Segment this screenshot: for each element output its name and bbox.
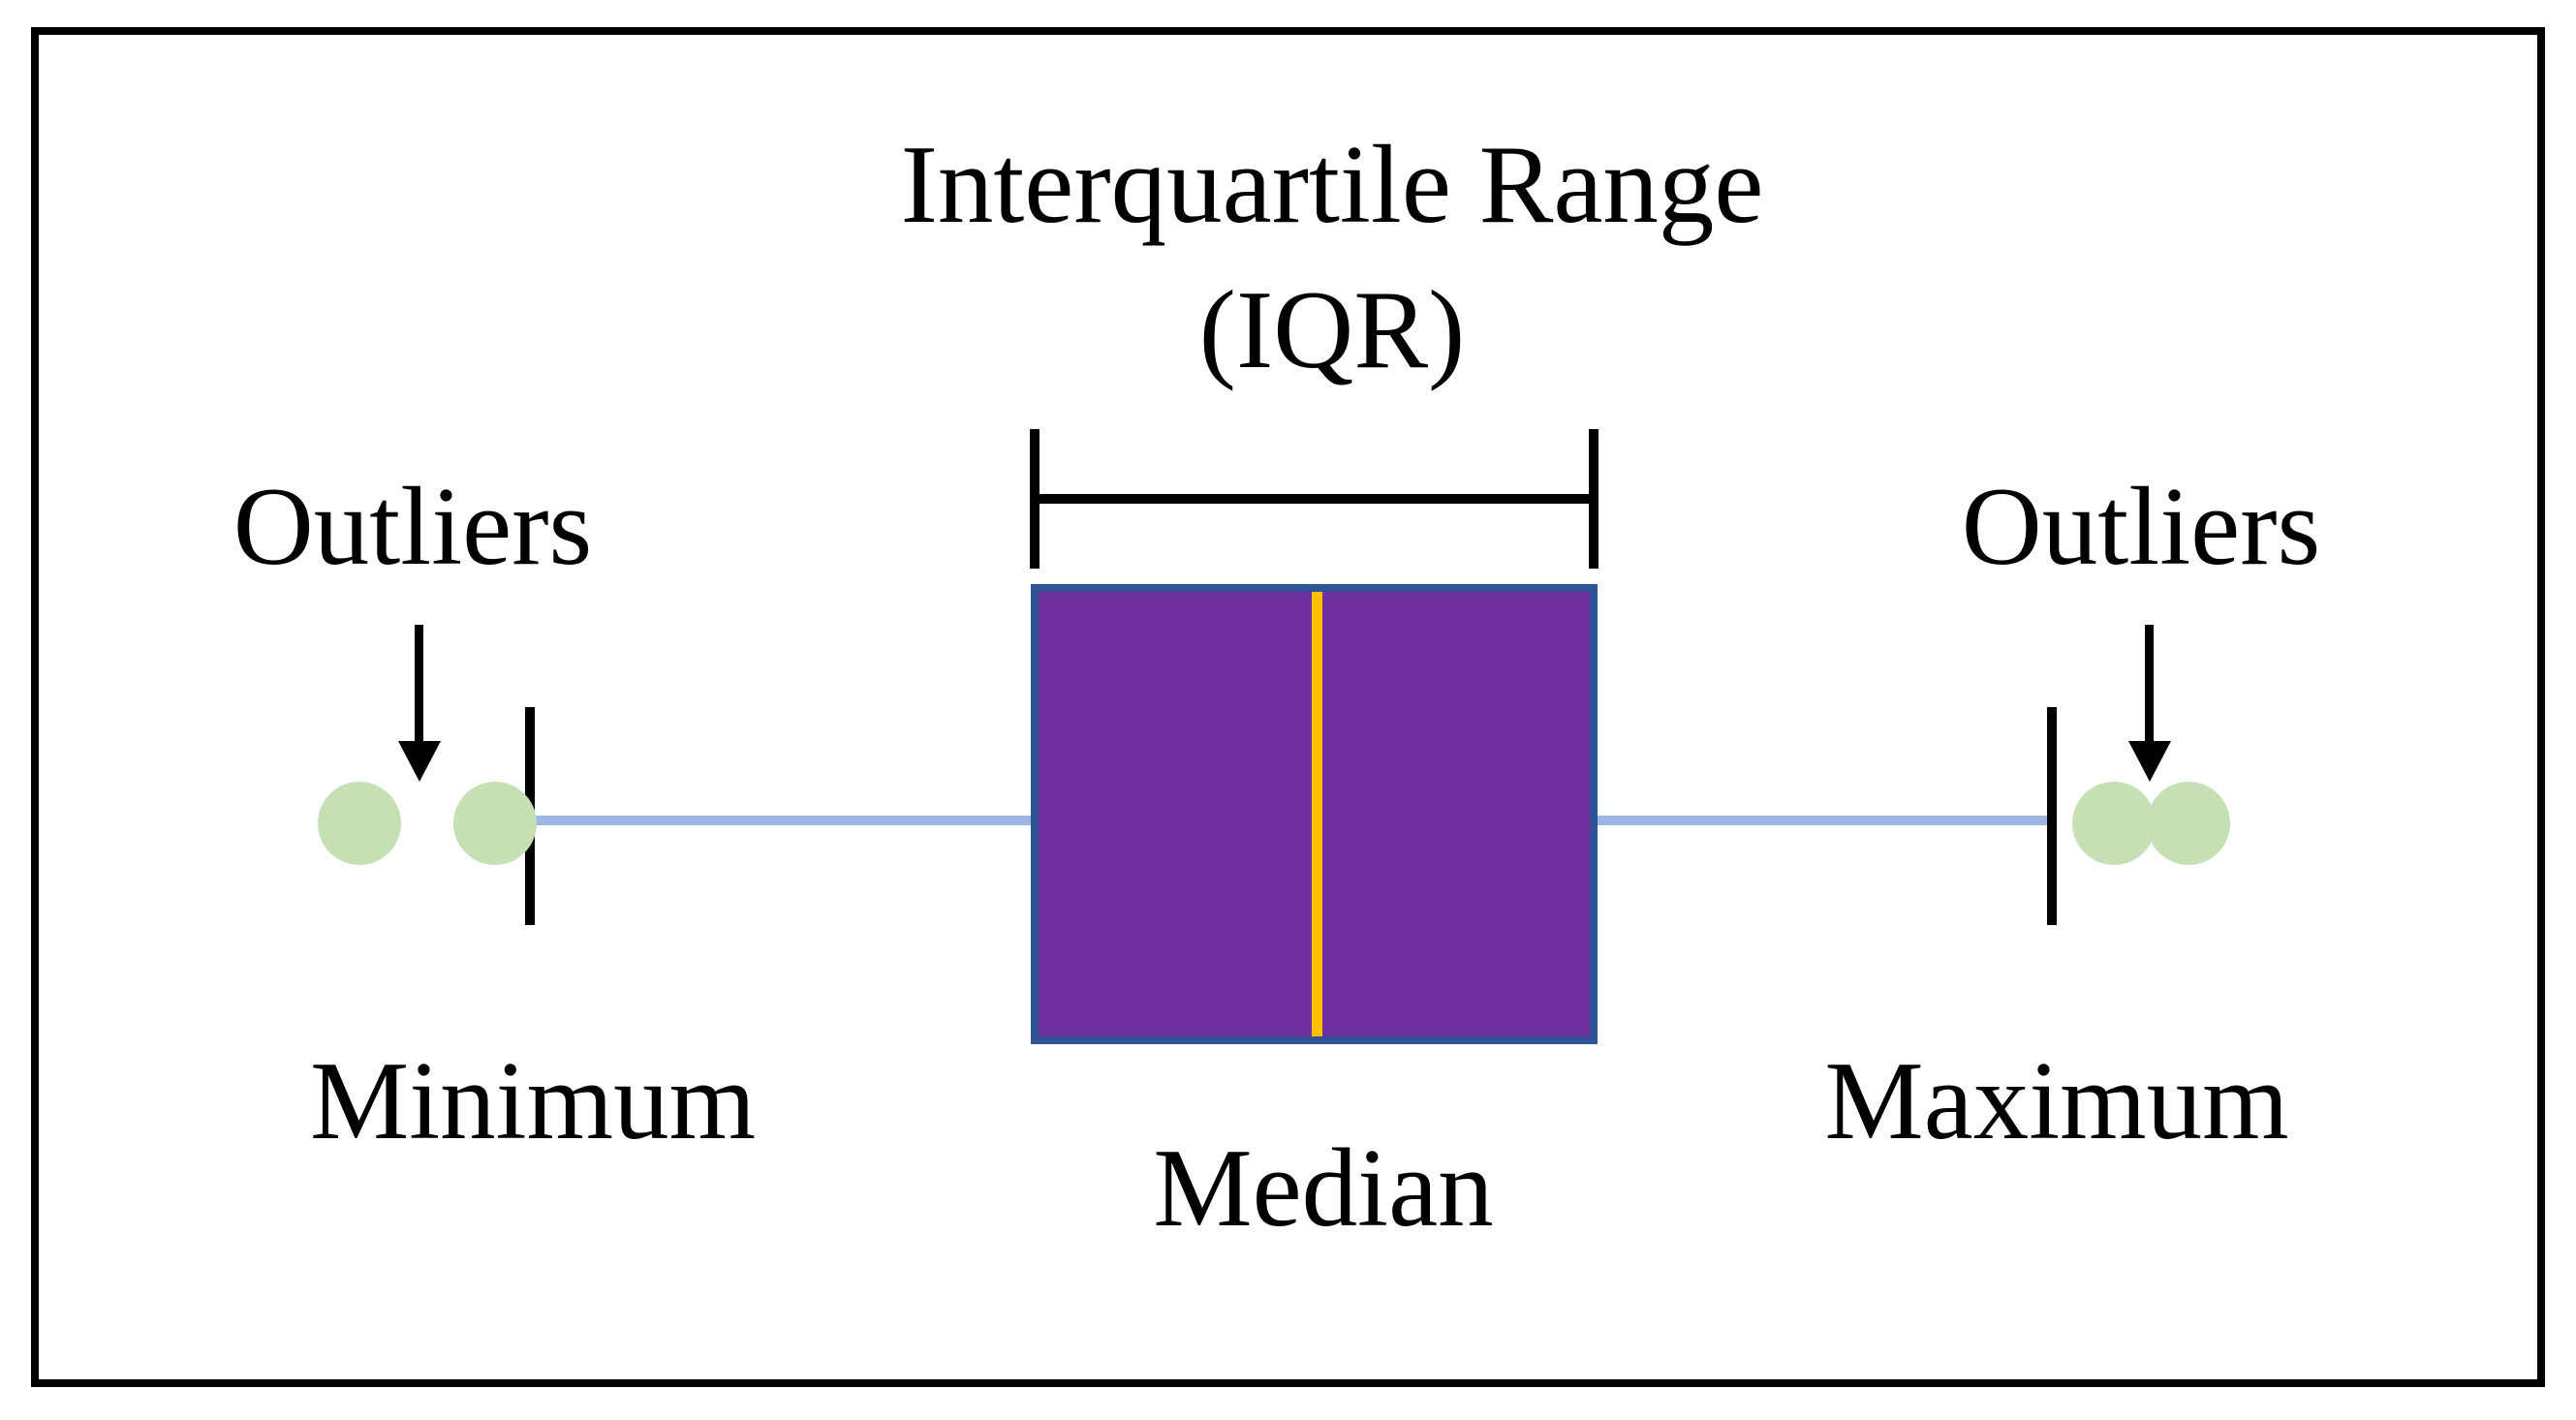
title-line-2: (IQR)	[1198, 267, 1466, 391]
outlier-dot	[318, 782, 401, 865]
iqr-bracket-line	[1035, 494, 1594, 504]
left-whisker-line	[535, 816, 1035, 825]
outlier-dot	[453, 782, 537, 865]
median-line	[1312, 592, 1322, 1036]
down-arrow-icon	[2145, 625, 2154, 743]
outlier-dot	[2072, 782, 2156, 865]
outliers-label-right: Outliers	[1961, 465, 2321, 588]
diagram-title: Interquartile Range (IQR)	[848, 112, 1816, 402]
maximum-label: Maximum	[1824, 1039, 2289, 1162]
iqr-box	[1031, 584, 1598, 1044]
title-line-1: Interquartile Range	[900, 123, 1764, 246]
down-arrow-icon	[415, 625, 423, 743]
outliers-label-left: Outliers	[233, 465, 593, 588]
minimum-label: Minimum	[309, 1039, 757, 1162]
median-label: Median	[1153, 1127, 1494, 1250]
right-whisker-line	[1594, 816, 2052, 825]
iqr-bracket-right-tick	[1589, 429, 1598, 569]
outer-frame	[31, 27, 2545, 1387]
outlier-dot	[2147, 782, 2230, 865]
down-arrow-icon	[2128, 741, 2171, 782]
down-arrow-icon	[398, 741, 441, 782]
maximum-whisker-cap	[2047, 707, 2057, 925]
